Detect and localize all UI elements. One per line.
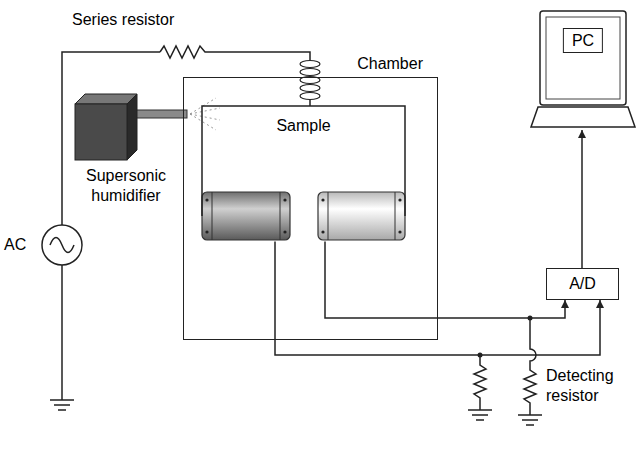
humidifier-illustration xyxy=(75,94,220,160)
sample-cylinder xyxy=(202,192,290,240)
ad-converter-box: A/D xyxy=(546,268,619,300)
resistor-symbol xyxy=(524,318,536,415)
component-label: Series resistor xyxy=(72,10,174,30)
ac-sine xyxy=(50,238,74,253)
node-label: Sample xyxy=(200,104,408,135)
source-label: AC xyxy=(4,235,26,255)
feedthrough-insulator xyxy=(300,61,320,100)
ground-symbol xyxy=(518,415,542,425)
ac-source-symbol xyxy=(42,225,82,265)
ground-symbol xyxy=(468,410,492,420)
sample-cylinder xyxy=(318,192,405,240)
node-label: PC xyxy=(563,28,603,53)
laptop-keyboard xyxy=(531,107,635,127)
node-label: A/D xyxy=(547,269,618,298)
component-label: Detecting resistor xyxy=(546,366,638,406)
resistor-symbol xyxy=(474,355,486,410)
component-label: Supersonic humidifier xyxy=(70,166,182,206)
sample-loop: Sample xyxy=(200,104,408,242)
signal-wire xyxy=(581,130,583,268)
chamber-box: ChamberSample xyxy=(183,77,438,340)
laptop-display xyxy=(546,17,620,99)
ground-symbol xyxy=(50,400,74,410)
ground-wire xyxy=(61,265,63,400)
signal-wire xyxy=(325,242,565,319)
laptop-screen xyxy=(540,11,626,105)
pc-laptop: PC xyxy=(530,10,636,130)
node-label: Chamber xyxy=(357,54,423,73)
